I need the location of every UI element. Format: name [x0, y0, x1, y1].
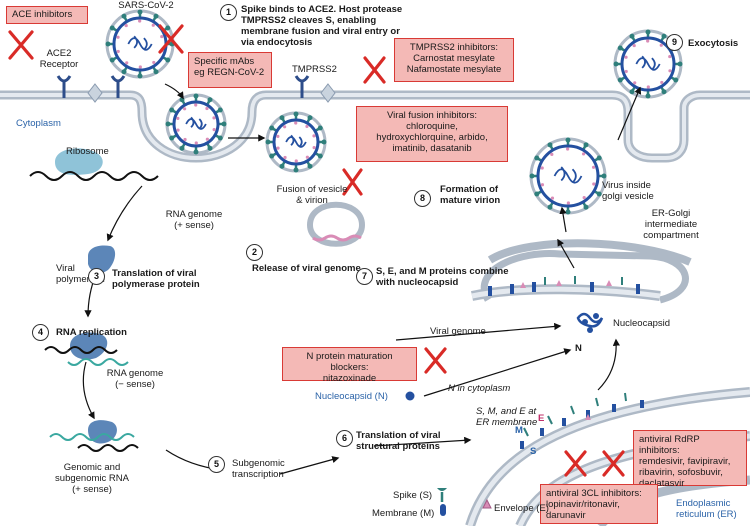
- sars-cov2-label: SARS-CoV-2: [118, 0, 174, 11]
- rdrp-inhibitors-box: antiviral RdRP inhibitors: remdesivir, f…: [633, 430, 747, 489]
- step-5-badge: 5: [208, 456, 225, 473]
- step-8-badge: 8: [414, 190, 431, 207]
- cross-fusion: [342, 168, 363, 196]
- rna-strand-replication-1: [44, 346, 118, 354]
- step-4-text: RNA replication: [56, 327, 127, 338]
- viral-genome-label: Viral genome: [430, 326, 486, 337]
- tmprss2-protease-2: [320, 83, 336, 103]
- fusion-vesicle-label: Fusion of vesicle & virion: [276, 184, 348, 206]
- cross-tmprss2: [363, 56, 386, 84]
- ace-inhibitors-box: ACE inhibitors: [6, 6, 88, 24]
- 3cl-inhibitors-box: antiviral 3CL inhibitors: lopinavir/rito…: [540, 484, 658, 524]
- rna-polymerase-replication: [70, 332, 108, 360]
- e-protein-letter: E: [538, 413, 545, 424]
- mabs-box: Specific mAbs eg REGN-CoV-2: [188, 52, 272, 88]
- rna-genome-plus-label: RNA genome (+ sense): [165, 209, 223, 231]
- step-1-badge: 1: [220, 4, 237, 21]
- step-9-text: Exocytosis: [688, 38, 739, 49]
- er-label: Endoplasmic reticulum (ER): [676, 498, 737, 520]
- ribosome: [55, 148, 103, 175]
- ace2-receptor-2: [110, 75, 126, 98]
- cross-3cl: [564, 450, 587, 477]
- step-3-text: Translation of viral polymerase protein: [112, 268, 200, 290]
- nucleocapsid-center: [576, 312, 604, 333]
- tmprss2-protease-1: [87, 83, 103, 103]
- m-protein-letter: M: [515, 425, 523, 436]
- virion-fusion: [265, 111, 327, 173]
- step-6-text: Translation of viral structural proteins: [356, 430, 441, 452]
- fusion-inhibitors-box: Viral fusion inhibitors: chloroquine, hy…: [356, 106, 508, 162]
- viral-polymerase-label: Viral polymerase: [56, 263, 106, 285]
- step-7-badge: 7: [356, 268, 373, 285]
- rna-strand-genomic-2: [77, 444, 139, 452]
- ace2-receptor-label: ACE2 Receptor: [39, 48, 79, 70]
- step-8-text: Formation of mature virion: [440, 184, 501, 206]
- er-envelope-protein: [585, 414, 591, 420]
- er-golgi-label: ER-Golgi intermediate compartment: [643, 208, 699, 241]
- ace2-receptor-3: [294, 75, 310, 98]
- genomic-subgenomic-label: Genomic and subgenomic RNA (+ sense): [55, 462, 129, 495]
- step-1-text: Spike binds to ACE2. Host protease TMPRS…: [241, 4, 403, 48]
- subgenomic-transcription-label: Subgenomic transcription: [232, 458, 285, 480]
- s-protein-letter: S: [530, 446, 537, 457]
- tmprss2-inhibitors-box: TMPRSS2 inhibitors: Carnostat mesylate N…: [394, 38, 514, 82]
- cross-nprotein: [424, 347, 447, 374]
- virion-exocytosis: [613, 29, 683, 99]
- step-3-badge: 3: [88, 268, 105, 285]
- step-7-text: S, E, and M proteins combine with nucleo…: [376, 266, 509, 288]
- rna-strand-genomic-1: [49, 433, 135, 441]
- cross-rdrp: [602, 450, 625, 477]
- rna-genome-minus-label: RNA genome (− sense): [106, 368, 164, 390]
- viral-polymerase: [88, 245, 116, 273]
- cross-spike: [158, 24, 184, 54]
- virion-group: [105, 9, 683, 215]
- virion-golgi: [529, 137, 607, 215]
- nucleocapsid-n-label: Nucleocapsid (N): [315, 391, 388, 402]
- step-2-text: Release of viral genome: [252, 263, 361, 274]
- golgi-vesicle-lower: [487, 239, 692, 266]
- step-4-badge: 4: [32, 324, 49, 341]
- virion-endocytosed: [165, 93, 227, 155]
- step-6-badge: 6: [336, 430, 353, 447]
- legend-envelope-label: Envelope (E): [494, 503, 549, 514]
- step-2-badge: 2: [246, 244, 263, 261]
- virus-golgi-label: Virus inside golgi vesicle: [602, 180, 654, 202]
- legend-membrane-label: Membrane (M): [372, 508, 435, 519]
- n-in-cytoplasm-label: N in cytoplasm: [448, 383, 511, 394]
- n-protein-blockers-box: N protein maturation blockers: nitazoxin…: [282, 347, 417, 384]
- ribosome-label: Ribosome: [66, 146, 109, 157]
- sme-er-label: S, M, and E at ER membrane: [476, 406, 538, 428]
- er-spike-proteins: [523, 392, 627, 437]
- tmprss2-label: TMPRSS2: [292, 64, 337, 75]
- n-protein-letter: N: [575, 343, 582, 354]
- tube-proteins: [488, 276, 640, 296]
- nucleocapsid-legend-dot: [405, 391, 415, 401]
- process-arrows: [82, 83, 642, 475]
- legend-spike-label: Spike (S): [393, 490, 433, 501]
- step-9-badge: 9: [666, 34, 683, 51]
- cross-ace2: [8, 30, 34, 60]
- legend-envelope-icon: [482, 498, 492, 509]
- cytoplasm-label: Cytoplasm: [16, 118, 61, 129]
- legend-spike-icon: [437, 488, 447, 502]
- legend-membrane-icon: [440, 504, 446, 516]
- ace2-receptor-1: [56, 75, 72, 98]
- rna-strand-plus: [29, 171, 159, 181]
- nucleocapsid-label: Nucleocapsid: [613, 318, 671, 329]
- rna-strand-replication-2: [67, 358, 129, 366]
